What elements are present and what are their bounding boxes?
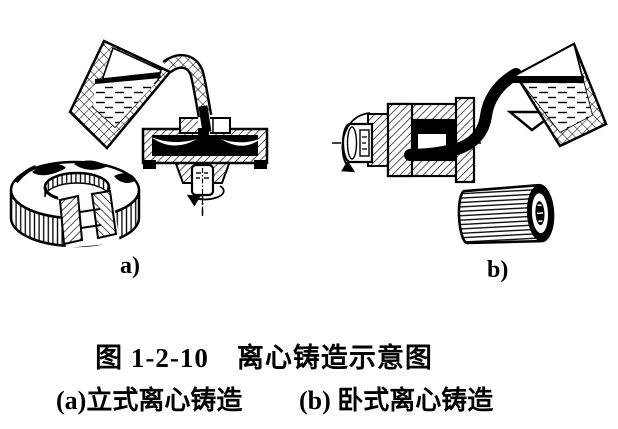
pouring-ladle-a bbox=[68, 39, 172, 150]
panel-b-label: b) bbox=[487, 257, 509, 283]
horizontal-mold-section bbox=[386, 96, 476, 184]
spindle bbox=[190, 163, 215, 214]
vertical-mold-section bbox=[141, 116, 269, 169]
figure-caption: 图 1-2-10 离心铸造示意图 bbox=[95, 343, 433, 373]
rotation-arrow-b bbox=[341, 112, 371, 173]
ring-casting-product bbox=[9, 160, 141, 248]
rotation-arrow-a bbox=[186, 185, 225, 207]
subcaption-b: (b) 卧式离心铸造 bbox=[299, 386, 494, 415]
pouring-ladle-b bbox=[507, 42, 608, 148]
pipe-casting-product bbox=[457, 183, 555, 245]
pour-stream-b bbox=[404, 68, 522, 161]
panel-b-illustration bbox=[332, 42, 608, 245]
subcaption-a: (a)立式离心铸造 bbox=[56, 386, 243, 415]
pour-stream-a bbox=[162, 53, 213, 133]
panel-a-illustration bbox=[9, 39, 269, 248]
drive-shaft bbox=[341, 113, 391, 167]
panel-a-label: a) bbox=[120, 253, 140, 279]
